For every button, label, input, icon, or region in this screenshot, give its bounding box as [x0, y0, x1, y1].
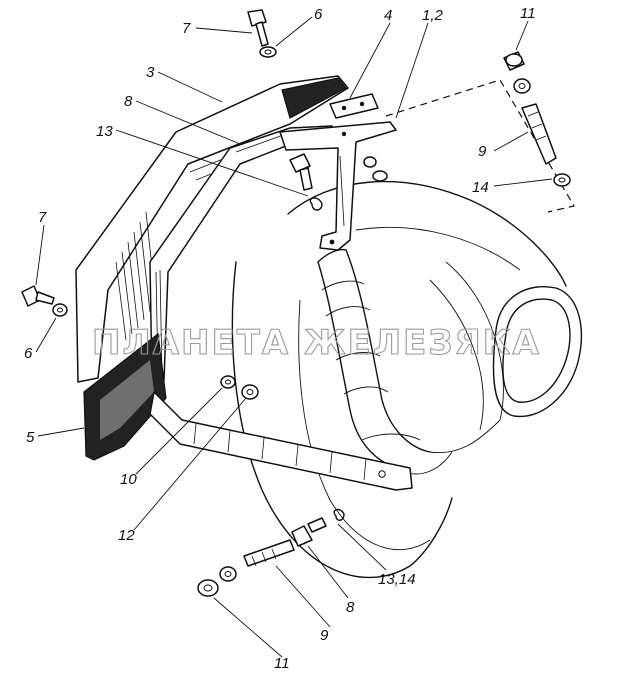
callout-10: 10 — [120, 471, 137, 488]
callout-9-bottom: 9 — [320, 627, 329, 644]
callout-12: 12 — [118, 527, 135, 544]
bracket-1-2 — [279, 121, 397, 251]
callout-13: 13 — [96, 123, 113, 140]
callout-5: 5 — [26, 429, 35, 446]
callout-8-bottom: 8 — [346, 599, 355, 616]
watermark: ПЛАНЕТА ЖЕЛЕЗЯКА — [92, 323, 541, 363]
callout-7-left: 7 — [38, 209, 47, 226]
callout-7-top: 7 — [182, 20, 191, 37]
callout-labels: 7 6 3 8 13 4 1,2 11 9 14 7 6 5 10 12 8 1… — [24, 5, 536, 672]
support-strap — [149, 391, 413, 491]
hardware — [21, 9, 571, 597]
plate-4 — [329, 93, 379, 119]
callout-4: 4 — [384, 7, 392, 24]
callout-8-top: 8 — [124, 93, 133, 110]
leader-lines — [35, 16, 553, 658]
mudflap — [83, 332, 167, 461]
callout-9-right: 9 — [478, 143, 487, 160]
callout-6-left: 6 — [24, 345, 33, 362]
callout-13-14: 13,14 — [378, 571, 416, 588]
pipe-outlet — [492, 286, 583, 418]
wheel-tire — [231, 180, 567, 579]
callout-14: 14 — [472, 179, 489, 196]
exhaust-pipe — [317, 248, 501, 475]
callout-11-top: 11 — [520, 5, 536, 22]
callout-1-2: 1,2 — [422, 7, 444, 24]
callout-6-top: 6 — [314, 6, 323, 23]
callout-11-bottom: 11 — [274, 655, 290, 672]
callout-3: 3 — [146, 64, 155, 81]
